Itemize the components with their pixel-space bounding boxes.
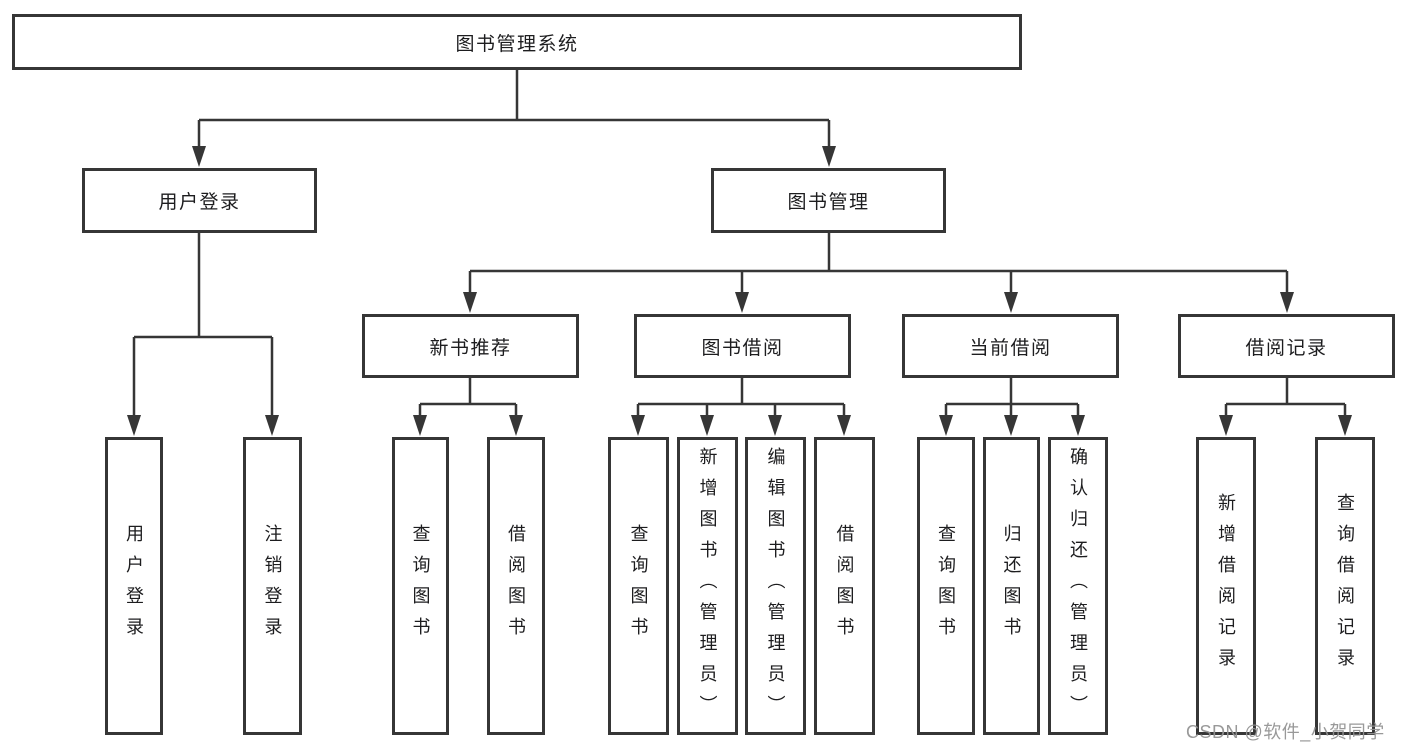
connector-current-borrowing-to-leaves xyxy=(944,378,1080,419)
leaf-query-books-newbook: 查询图书 xyxy=(392,437,449,735)
node-borrowing-records: 借阅记录 xyxy=(1178,314,1395,378)
leaf-query-books-current: 查询图书 xyxy=(917,437,975,735)
connector-user-login-to-leaves xyxy=(132,233,274,419)
node-current-borrowing: 当前借阅 xyxy=(902,314,1119,378)
leaf-query-books-borrow: 查询图书 xyxy=(608,437,669,735)
leaf-borrow-books-newbook: 借阅图书 xyxy=(487,437,545,735)
leaf-add-books-admin: 新增图书（管理员） xyxy=(677,437,738,735)
leaf-query-borrow-record: 查询借阅记录 xyxy=(1315,437,1375,735)
connector-borrowing-records-to-leaves xyxy=(1224,378,1347,419)
node-book-borrowing: 图书借阅 xyxy=(634,314,851,378)
node-library-management-system: 图书管理系统 xyxy=(12,14,1022,70)
leaf-confirm-return-admin: 确认归还（管理员） xyxy=(1048,437,1108,735)
node-user-login-branch: 用户登录 xyxy=(82,168,317,233)
csdn-watermark: CSDN @软件_小贺同学 xyxy=(1186,722,1385,742)
connector-root-to-level2 xyxy=(197,70,831,150)
connector-book-management-to-level3 xyxy=(468,233,1289,296)
node-book-management-branch: 图书管理 xyxy=(711,168,946,233)
leaf-add-borrow-record: 新增借阅记录 xyxy=(1196,437,1256,735)
arrowheads xyxy=(127,146,1352,436)
leaf-logout: 注销登录 xyxy=(243,437,302,735)
leaf-return-books: 归还图书 xyxy=(983,437,1040,735)
leaf-user-login: 用户登录 xyxy=(105,437,163,735)
connector-book-borrowing-to-leaves xyxy=(636,378,846,419)
leaf-edit-books-admin: 编辑图书（管理员） xyxy=(745,437,806,735)
leaf-borrow-books: 借阅图书 xyxy=(814,437,875,735)
connector-new-book-to-leaves xyxy=(418,378,518,419)
node-new-book-recommendation: 新书推荐 xyxy=(362,314,579,378)
